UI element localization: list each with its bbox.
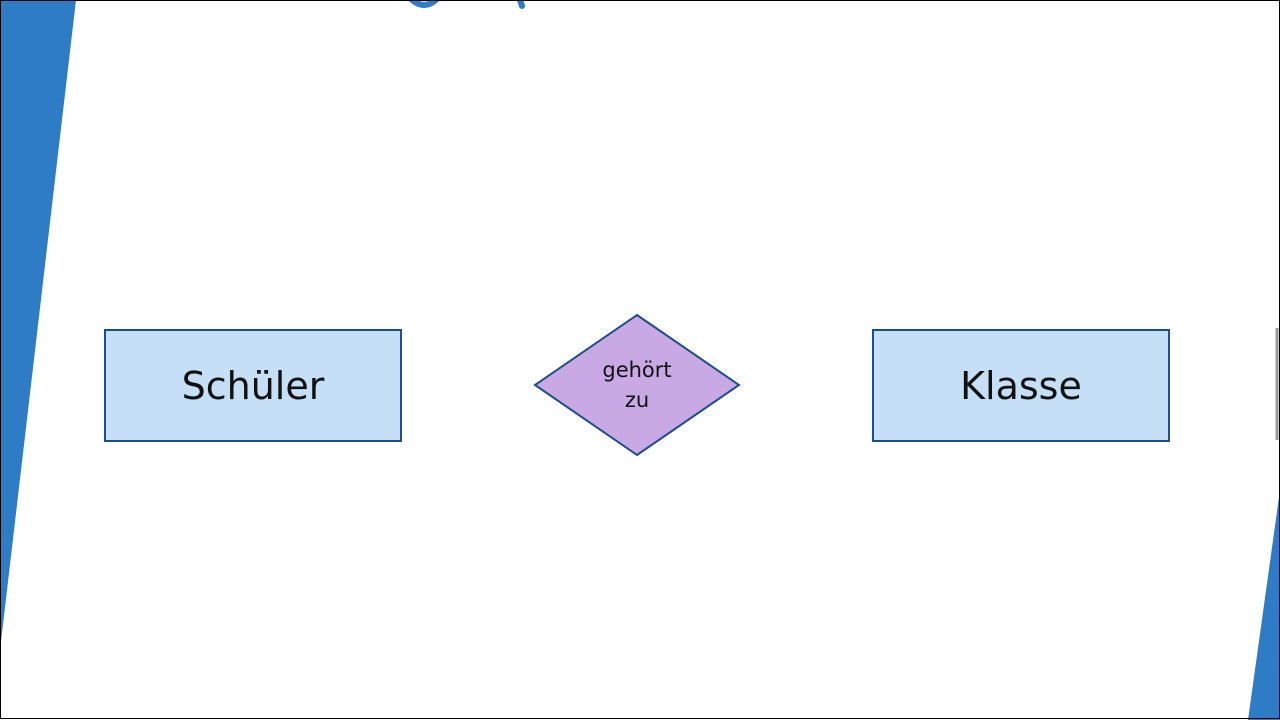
relationship-label: gehört zu (602, 358, 672, 412)
entity-box-klasse[interactable] (872, 329, 1170, 442)
right-blue-band (1248, 490, 1280, 720)
relationship-diamond[interactable] (533, 313, 741, 457)
left-blue-band (0, 0, 76, 650)
entity-box-schueler[interactable] (104, 329, 402, 442)
entity-label-klasse: Klasse (960, 363, 1082, 408)
entity-label-schueler: Schüler (181, 363, 325, 408)
